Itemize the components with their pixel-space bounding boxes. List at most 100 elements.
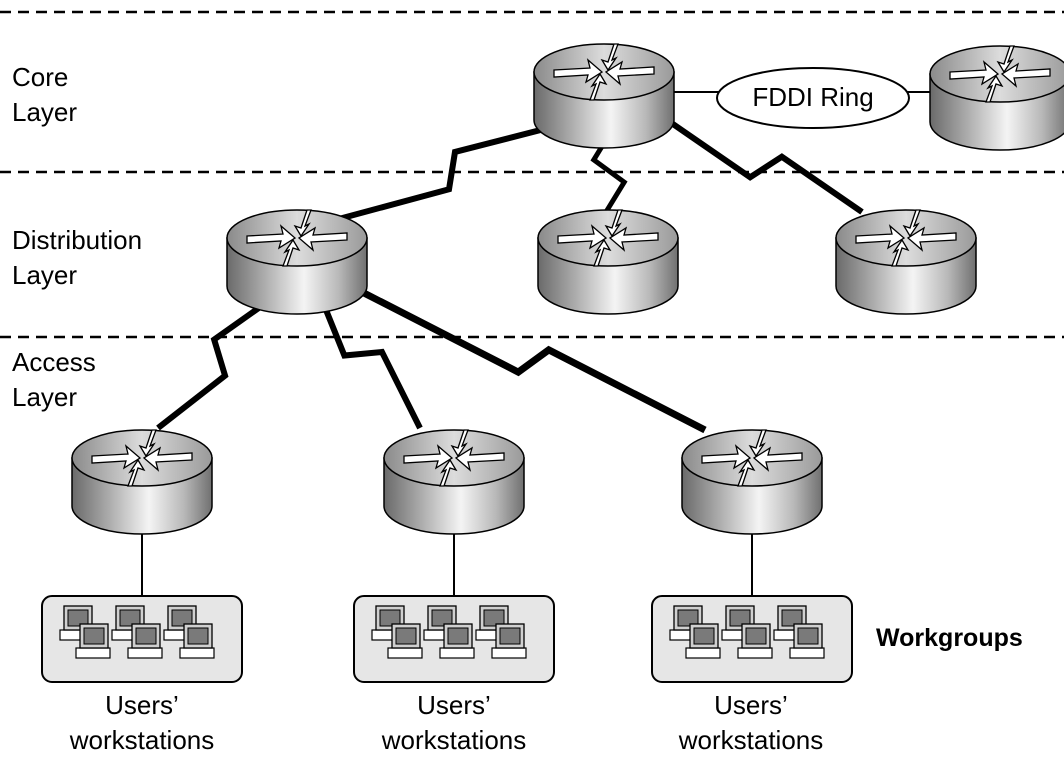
- router-arrow: [403, 444, 454, 470]
- workgroups-label: Workgroups: [876, 624, 1023, 652]
- workgroup-box: [41, 595, 243, 683]
- router-arrow: [297, 226, 348, 252]
- workstation-icon: [475, 605, 511, 641]
- router-icon: [929, 45, 1064, 151]
- workstations-caption: Users’ workstations: [42, 688, 242, 758]
- router-icon: [533, 43, 675, 149]
- caption-line: Users’: [714, 690, 788, 720]
- workstation-screen: [693, 627, 715, 645]
- caption-line: workstations: [381, 725, 527, 755]
- workgroup-boxes: [41, 595, 853, 683]
- router-arrow: [737, 458, 756, 487]
- router-arrow: [985, 74, 1004, 103]
- router-top: [383, 429, 525, 487]
- router-arrow: [246, 224, 297, 250]
- router-arrow: [902, 209, 921, 238]
- router-arrow: [906, 226, 957, 252]
- serial-link: [668, 119, 864, 215]
- workstation-screen: [171, 609, 193, 627]
- router-arrow: [439, 458, 458, 487]
- router-arrow: [142, 446, 193, 472]
- distribution-layer-label: Distribution Layer: [12, 223, 142, 293]
- workstations-caption: Users’ workstations: [651, 688, 851, 758]
- workstation-screen: [781, 609, 803, 627]
- fddi-ring-label: FDDI Ring: [752, 82, 874, 112]
- serial-link: [156, 297, 272, 431]
- router-arrow: [553, 58, 604, 84]
- router-top: [226, 209, 368, 267]
- router-icon: [835, 209, 977, 315]
- router-icon: [226, 209, 368, 315]
- workstation-screen: [83, 627, 105, 645]
- router-arrow: [748, 429, 767, 458]
- workstation-keyboard: [387, 647, 423, 659]
- layer-dividers: [0, 10, 1064, 339]
- router-arrow: [604, 60, 655, 86]
- core-layer-label: Core Layer: [12, 60, 77, 130]
- workstation-keyboard: [685, 647, 721, 659]
- workstation-icon: [685, 623, 721, 659]
- routers: [71, 43, 1064, 535]
- router-arrow: [589, 72, 608, 101]
- router-arrow: [282, 238, 301, 267]
- serial-link: [319, 298, 423, 430]
- network-links: [141, 91, 935, 598]
- workstation-icon: [491, 623, 527, 659]
- workstation-screen: [447, 627, 469, 645]
- router-top: [537, 209, 679, 267]
- router-top: [681, 429, 823, 487]
- router-arrow: [600, 43, 619, 72]
- router-arrow: [293, 209, 312, 238]
- workstation-screen: [729, 609, 751, 627]
- router-arrow: [701, 444, 752, 470]
- router-top: [533, 43, 675, 101]
- router-arrow: [891, 238, 910, 267]
- router-icon: [383, 429, 525, 535]
- workstation-screen: [499, 627, 521, 645]
- caption-line: workstations: [678, 725, 824, 755]
- workstation-screen: [135, 627, 157, 645]
- workstation-icon: [111, 605, 147, 641]
- workstations-caption: Users’ workstations: [354, 688, 554, 758]
- layer-label-line: Distribution: [12, 225, 143, 255]
- workstation-screen: [379, 609, 401, 627]
- fddi-ring: [716, 67, 910, 129]
- workstation-keyboard: [491, 647, 527, 659]
- router-arrow: [604, 209, 623, 238]
- workstation-screen: [483, 609, 505, 627]
- workstation-keyboard: [75, 647, 111, 659]
- router-icon: [537, 209, 679, 315]
- workstation-screen: [677, 609, 699, 627]
- fddi-ring-ellipse: [716, 67, 910, 129]
- layer-label-line: Layer: [12, 382, 78, 412]
- workstation-icon: [387, 623, 423, 659]
- router-arrow: [557, 224, 608, 250]
- router-arrow: [593, 238, 612, 267]
- router-top: [835, 209, 977, 267]
- workstation-keyboard: [439, 647, 475, 659]
- router-arrow: [752, 446, 803, 472]
- router-top: [71, 429, 213, 487]
- workstation-icon: [737, 623, 773, 659]
- workstation-keyboard: [737, 647, 773, 659]
- workgroup-box: [353, 595, 555, 683]
- workstation-icon: [439, 623, 475, 659]
- workstation-icon: [75, 623, 111, 659]
- workstation-icon: [179, 623, 215, 659]
- workgroup-box: [651, 595, 853, 683]
- caption-line: Users’: [417, 690, 491, 720]
- workstation-keyboard: [179, 647, 215, 659]
- router-arrow: [949, 60, 1000, 86]
- router-arrow: [450, 429, 469, 458]
- workstation-icon: [127, 623, 163, 659]
- workstation-screen: [119, 609, 141, 627]
- workstation-screen: [395, 627, 417, 645]
- router-icon: [681, 429, 823, 535]
- router-arrow: [127, 458, 146, 487]
- router-arrow: [138, 429, 157, 458]
- caption-line: Users’: [105, 690, 179, 720]
- caption-line: workstations: [69, 725, 215, 755]
- router-arrow: [91, 444, 142, 470]
